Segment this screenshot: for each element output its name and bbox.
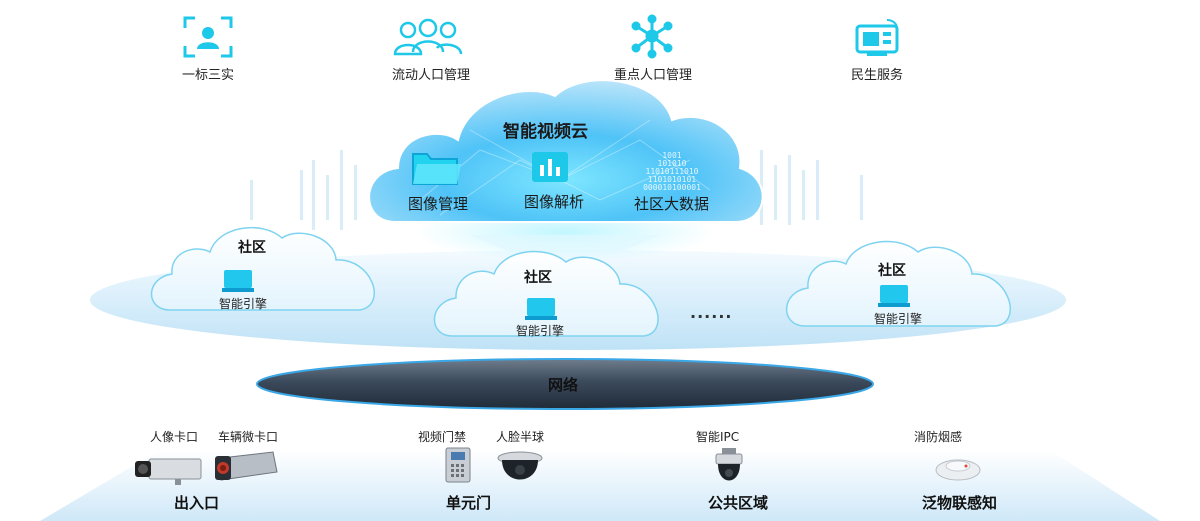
service-item-livelihood: 民生服务 [802,60,952,83]
service-label: 民生服务 [850,68,903,83]
smoke-sensor-icon [935,459,981,481]
community-engine-label: 智能引擎 [218,297,267,311]
binary-row: 1101010101 [648,175,696,184]
community-title: 社区 [524,270,552,286]
device-label-smart-ipc: 智能IPC [696,430,740,444]
bullet-camera-icon [215,451,278,481]
ptz-camera-icon [715,448,743,481]
service-label: 重点人口管理 [613,68,692,83]
community-cloud-middle [433,250,659,337]
people-group-icon [393,18,463,56]
binary-row: 11010111010 [646,167,699,176]
binary-row: 000010100001 [643,183,701,192]
service-item-floating-population: 流动人口管理 [356,60,506,83]
network-label: 网络 [548,376,579,394]
service-label: 一标三实 [181,68,234,83]
binary-data-icon: 1001 101010 11010111010 1101010101 00001… [643,151,701,192]
network-ellipse [256,358,874,410]
binary-row: 101010 [658,159,687,168]
folder-icon [412,153,461,185]
dome-camera-icon [497,451,543,480]
service-label: 流动人口管理 [391,68,470,83]
cloud-beam [470,235,660,252]
service-terminal-icon [855,19,899,56]
binary-row: 1001 [662,151,681,160]
zone-label-entrance: 出入口 [174,494,220,512]
device-label-face-checkpoint: 人像卡口 [150,430,199,444]
laptop-icon [525,298,557,320]
more-communities-ellipsis: ...... [690,303,733,322]
community-cloud-right [785,240,1011,327]
person-frame-icon [183,16,233,58]
bar-chart-icon [532,152,568,182]
service-item-household: 一标三实 [133,60,283,83]
community-engine-label: 智能引擎 [515,324,564,338]
community-title: 社区 [878,263,906,279]
device-label-smoke-sensor: 消防烟感 [914,430,963,444]
zone-label-public-area: 公共区域 [708,494,769,512]
community-title: 社区 [238,240,266,256]
community-cloud-left [150,226,375,311]
ground-platform [40,450,1160,521]
zone-label-unit-door: 单元门 [446,494,492,512]
community-engine-label: 智能引擎 [873,312,922,326]
access-panel-icon [445,447,471,483]
service-item-key-population: 重点人口管理 [578,60,728,83]
cloud-module-big-data: 社区大数据 [634,195,710,213]
laptop-icon [222,270,254,292]
cloud-module-image-management: 图像管理 [408,195,469,213]
device-label-video-access: 视频门禁 [418,430,467,444]
cloud-module-image-analysis: 图像解析 [524,193,585,211]
device-label-vehicle-checkpoint: 车辆微卡口 [218,430,279,444]
zone-label-iot: 泛物联感知 [922,494,998,512]
video-cloud-title: 智能视频云 [503,122,588,142]
box-camera-icon [135,458,202,485]
network-node-icon [631,14,673,59]
laptop-icon [878,285,910,307]
device-label-face-dome: 人脸半球 [496,430,545,444]
